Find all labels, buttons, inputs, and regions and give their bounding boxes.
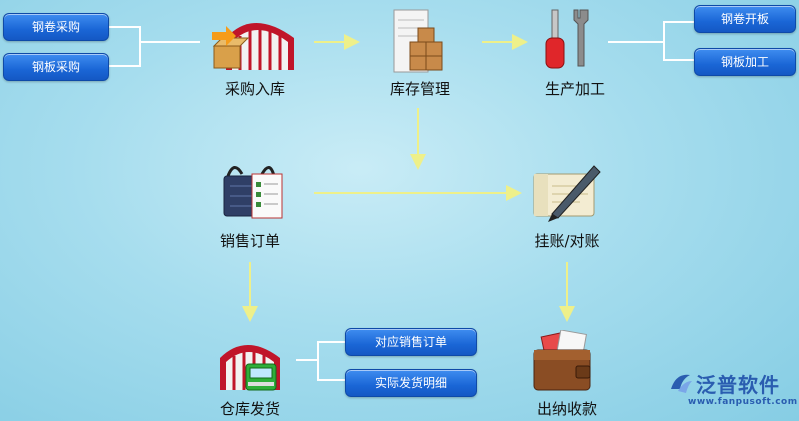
- brand-watermark: 泛普软件 www.fanpusoft.com: [668, 369, 797, 413]
- pill-plate-processing[interactable]: 钢板加工: [694, 48, 796, 76]
- label-posting: 挂账/对账: [534, 232, 600, 250]
- brand-name: 泛普软件: [696, 373, 780, 397]
- pill-plate-purchase[interactable]: 钢板采购: [3, 53, 109, 81]
- bracket-bottom: [296, 341, 345, 381]
- pill-coil-purchase[interactable]: 钢卷采购: [3, 13, 109, 41]
- label-payment: 出纳收款: [536, 400, 597, 418]
- pill-coil-slitting[interactable]: 钢卷开板: [694, 5, 796, 33]
- pill-shipment-detail[interactable]: 实际发货明细: [345, 369, 477, 397]
- basket-checklist-icon: [223, 166, 283, 219]
- warehouse-truck-icon: [220, 345, 280, 391]
- label-inventory: 库存管理: [389, 80, 450, 98]
- card-pen-icon: [533, 165, 601, 222]
- label-sales-order: 销售订单: [219, 232, 280, 250]
- bracket-right: [608, 21, 694, 61]
- warehouse-box-icon: [212, 23, 294, 70]
- wallet-cash-icon: [533, 330, 591, 391]
- label-production: 生产加工: [544, 80, 605, 98]
- label-purchase-in: 采购入库: [224, 80, 285, 98]
- pill-sales-order-ref[interactable]: 对应销售订单: [345, 328, 477, 356]
- shelf-boxes-icon: [393, 9, 443, 73]
- tools-icon: [545, 9, 589, 69]
- brand-url: www.fanpusoft.com: [688, 397, 798, 407]
- brand-logo-icon: [671, 374, 692, 393]
- label-warehouse-ship: 仓库发货: [219, 400, 280, 418]
- bracket-left: [108, 26, 200, 67]
